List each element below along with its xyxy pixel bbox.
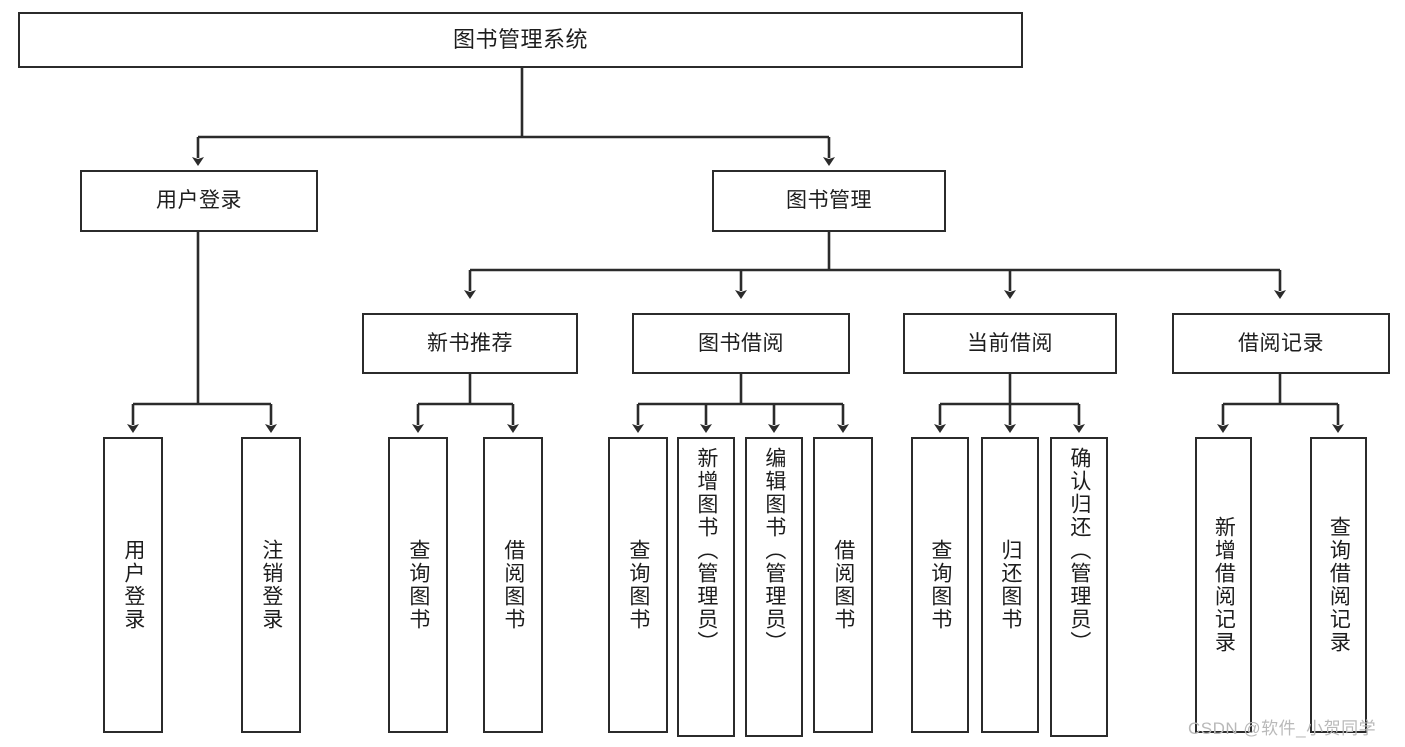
node-label: 借阅图书 xyxy=(501,539,525,631)
leaf-book-edit-admin[interactable]: 编辑图书（管理员） xyxy=(745,437,803,737)
node-label: 当前借阅 xyxy=(967,331,1053,355)
node-current-borrow[interactable]: 当前借阅 xyxy=(903,313,1117,374)
leaf-new-book-query[interactable]: 查询图书 xyxy=(388,437,448,733)
node-label: 确认归还（管理员） xyxy=(1067,447,1091,654)
watermark: CSDN @软件_小贺同学 xyxy=(1188,719,1377,738)
node-label: 查询图书 xyxy=(626,539,650,631)
leaf-confirm-return-admin[interactable]: 确认归还（管理员） xyxy=(1050,437,1108,737)
node-label: 借阅图书 xyxy=(831,539,855,631)
leaf-new-book-borrow[interactable]: 借阅图书 xyxy=(483,437,543,733)
node-label: 借阅记录 xyxy=(1238,331,1324,355)
leaf-book-borrow-query[interactable]: 查询图书 xyxy=(608,437,668,733)
leaf-book-add-admin[interactable]: 新增图书（管理员） xyxy=(677,437,735,737)
leaf-user-logout[interactable]: 注销登录 xyxy=(241,437,301,733)
leaf-current-query[interactable]: 查询图书 xyxy=(911,437,969,733)
leaf-book-borrow-action[interactable]: 借阅图书 xyxy=(813,437,873,733)
node-label: 编辑图书（管理员） xyxy=(762,447,786,654)
leaf-current-return[interactable]: 归还图书 xyxy=(981,437,1039,733)
node-label: 查询图书 xyxy=(406,539,430,631)
node-book-management-system[interactable]: 图书管理系统 xyxy=(18,12,1023,68)
node-label: 新增图书（管理员） xyxy=(694,447,718,654)
node-user-login[interactable]: 用户登录 xyxy=(80,170,318,232)
leaf-record-query[interactable]: 查询借阅记录 xyxy=(1310,437,1367,733)
node-label: 新书推荐 xyxy=(427,331,513,355)
node-label: 用户登录 xyxy=(156,189,242,213)
node-borrow-record[interactable]: 借阅记录 xyxy=(1172,313,1390,374)
node-label: 图书借阅 xyxy=(698,331,784,355)
node-label: 注销登录 xyxy=(259,539,283,631)
leaf-user-login[interactable]: 用户登录 xyxy=(103,437,163,733)
node-label: 归还图书 xyxy=(998,539,1022,631)
leaf-record-add[interactable]: 新增借阅记录 xyxy=(1195,437,1252,733)
node-new-book-recommend[interactable]: 新书推荐 xyxy=(362,313,578,374)
node-book-management[interactable]: 图书管理 xyxy=(712,170,946,232)
node-label: 查询图书 xyxy=(928,539,952,631)
node-label: 用户登录 xyxy=(121,539,145,631)
node-label: 图书管理系统 xyxy=(452,26,588,52)
node-label: 查询借阅记录 xyxy=(1327,516,1351,654)
node-label: 图书管理 xyxy=(786,189,872,213)
node-book-borrow[interactable]: 图书借阅 xyxy=(632,313,850,374)
node-label: 新增借阅记录 xyxy=(1212,516,1236,654)
